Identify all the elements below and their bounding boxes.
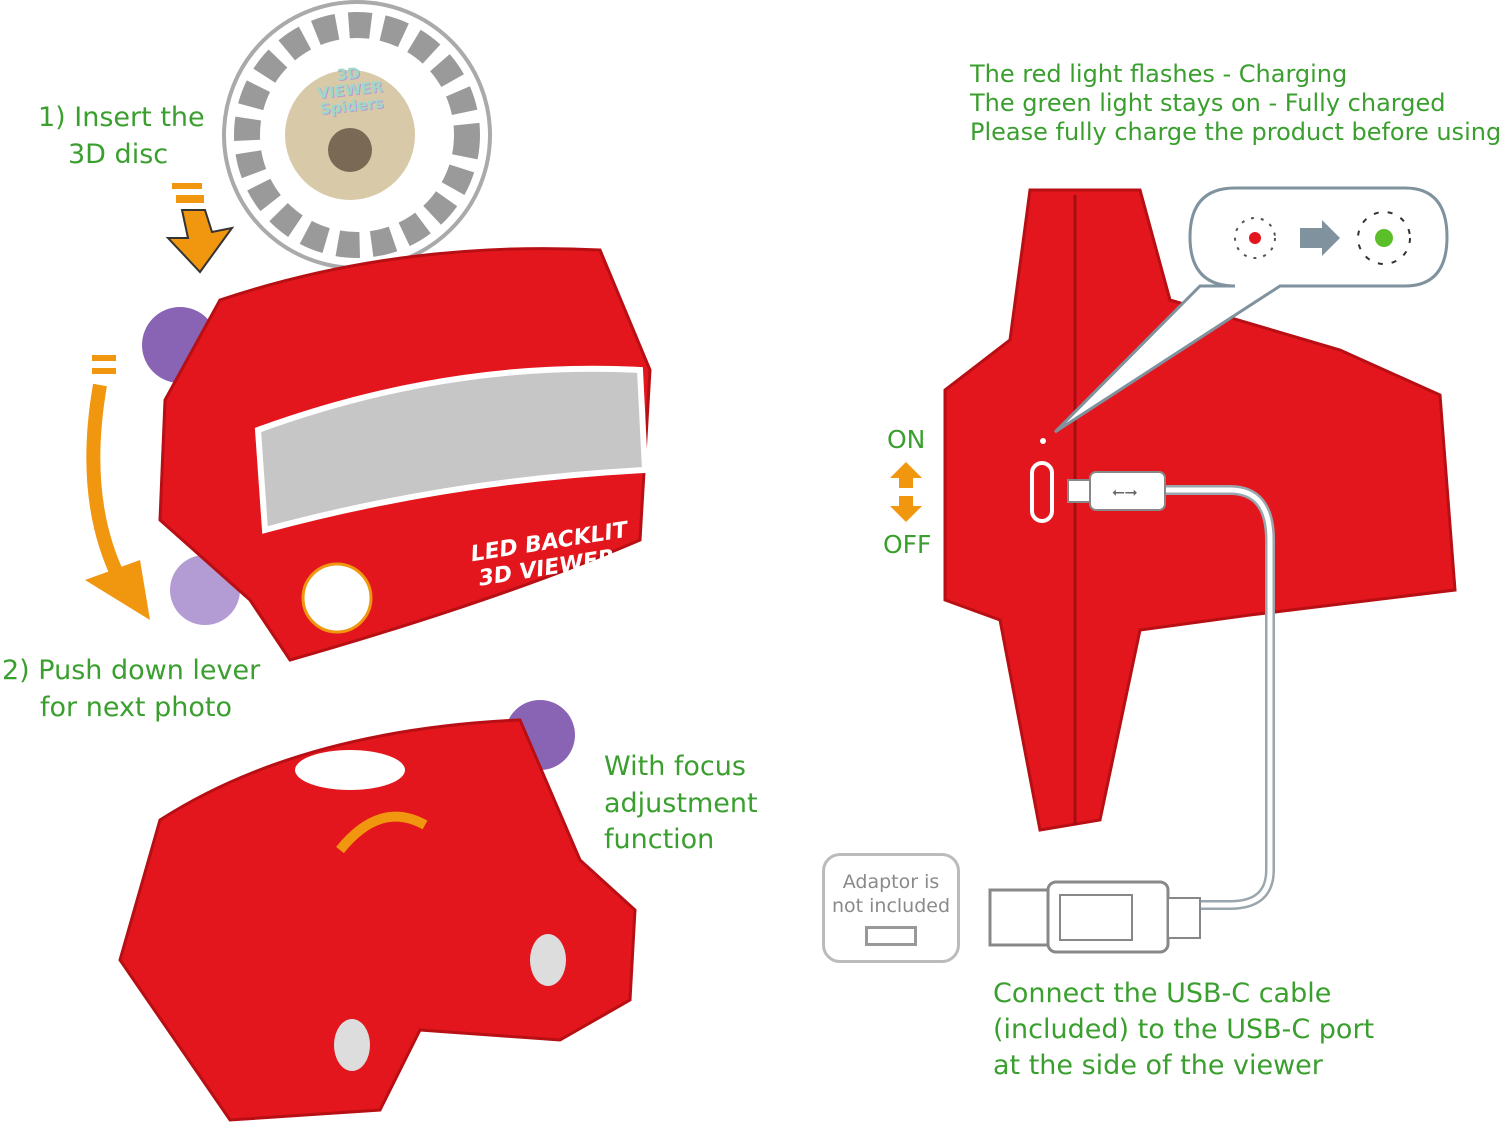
lever-arrow-icon [85,355,150,620]
focus-line3: function [604,824,715,855]
usb-socket-icon [865,926,917,946]
step1-line2: 3D disc [68,139,169,170]
usb-c-plug [1089,471,1166,511]
red-led-icon [1249,232,1261,244]
switch-off-label: OFF [883,530,932,559]
connect-line1: Connect the USB-C cable [993,978,1332,1009]
connect-line3: at the side of the viewer [993,1050,1323,1081]
arrow-right-icon [1300,220,1340,256]
viewer-front [142,247,652,662]
usb-a-plug [988,888,1050,947]
switch-arrows-icon [890,462,922,522]
usb-c-cable: ⭠⭢ [988,471,1275,954]
focus-line1: With focus [604,751,746,782]
adaptor-line1: Adaptor is [842,871,940,893]
focus-line2: adjustment [604,788,758,819]
svg-text:⭠⭢: ⭠⭢ [1112,482,1138,501]
3d-disc [222,0,492,270]
green-led-icon [1375,229,1393,247]
charging-line1: The red light flashes - Charging [970,60,1348,88]
led-indicator-callout [1053,186,1449,434]
step2-line1: 2) Push down lever [2,655,261,686]
step2-line2: for next photo [40,692,232,723]
adaptor-line2: not included [831,895,951,917]
connect-line2: (included) to the USB-C port [993,1014,1375,1045]
insert-arrow-icon [165,183,235,274]
switch-on-label: ON [887,425,926,454]
disc-label: 3D VIEWER Spiders [316,63,385,119]
viewer-bottom [118,700,637,1122]
adaptor-note: Adaptor is not included [822,853,960,963]
charging-line2: The green light stays on - Fully charged [970,89,1446,117]
charging-line3: Please fully charge the product before u… [970,118,1500,146]
step1-line1: 1) Insert the [38,102,205,133]
